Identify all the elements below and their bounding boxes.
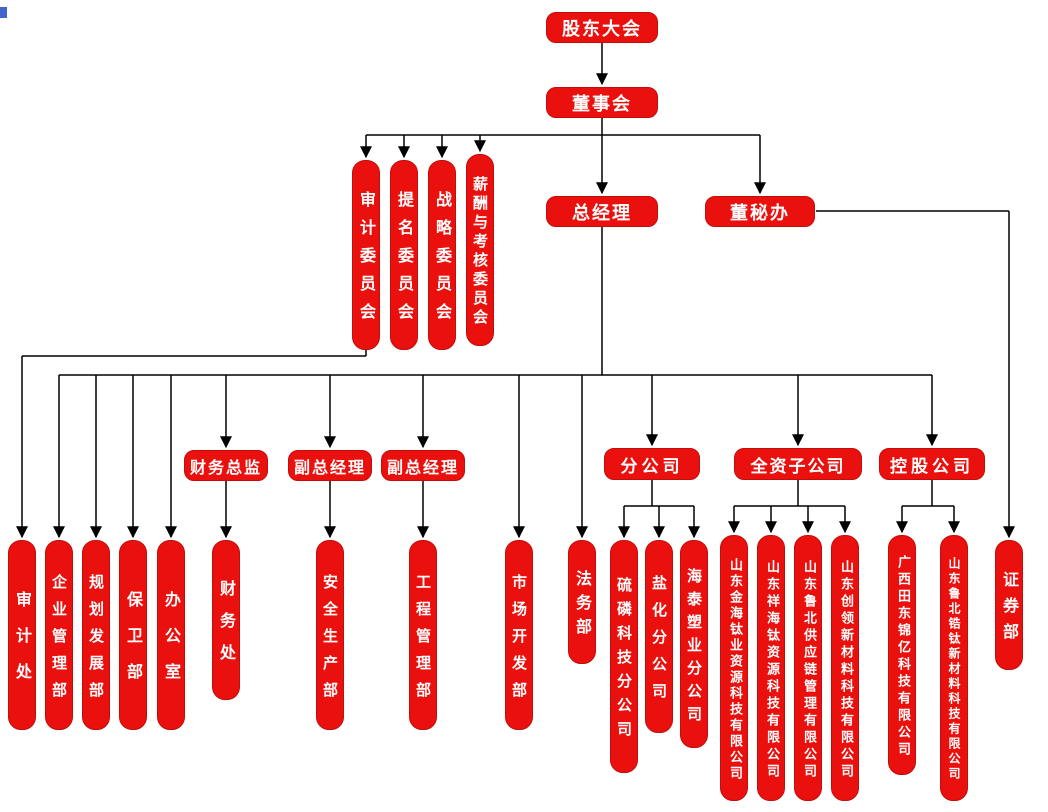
node-label: 硫磷科技分公司: [615, 577, 633, 745]
node-audit-committee: 审计委员会: [352, 160, 380, 350]
node-wholly-owned-subsidiaries: 全资子公司: [734, 448, 862, 480]
node-securities-dept: 证券部: [995, 540, 1023, 670]
secretary-to-securities-connector: [816, 210, 1015, 539]
node-strategy-committee: 战略委员会: [428, 160, 456, 350]
node-haitai-plastics-branch: 海泰塑业分公司: [680, 540, 708, 748]
node-label: 全资子公司: [750, 456, 846, 477]
node-label: 战略委员会: [433, 191, 452, 331]
subsidiaries-connectors: [728, 480, 851, 534]
node-jinhai-titanium-co: 山东金海钛业资源科技有限公司: [720, 535, 748, 801]
node-cfo: 财务总监: [184, 450, 268, 481]
node-nomination-committee: 提名委员会: [390, 160, 418, 350]
node-board-secretary-office: 董秘办: [705, 196, 815, 227]
node-label: 海泰塑业分公司: [685, 567, 703, 729]
node-audit-office: 审计处: [8, 540, 36, 730]
node-security-dept: 保卫部: [119, 540, 147, 730]
node-sulfur-phosphorus-branch: 硫磷科技分公司: [610, 540, 638, 773]
node-engineering-management-dept: 工程管理部: [409, 540, 437, 730]
node-label: 山东金海钛业资源科技有限公司: [727, 557, 742, 782]
node-deputy-gm-1: 副总经理: [288, 450, 372, 481]
holding-companies-connectors: [896, 480, 960, 534]
node-label: 控股公司: [890, 456, 974, 477]
node-label: 山东鲁北供应链管理有限公司: [801, 559, 816, 781]
node-label: 工程管理部: [414, 573, 432, 709]
node-label: 财务总监: [189, 457, 262, 477]
node-chuangling-materials-co: 山东创领新材料科技有限公司: [831, 535, 859, 801]
node-label: 股东大会: [562, 18, 642, 40]
node-label: 办公室: [162, 591, 181, 699]
node-label: 董事会: [572, 93, 632, 115]
node-enterprise-management-dept: 企业管理部: [45, 540, 73, 730]
board-branch-connectors: [360, 43, 766, 195]
node-lubei-zirconium-titanium-co: 山东鲁北锆钛新材料科技有限公司: [940, 535, 968, 801]
node-label: 规划发展部: [87, 573, 105, 709]
node-label: 山东创领新材料科技有限公司: [838, 559, 853, 781]
node-lubei-supply-chain-co: 山东鲁北供应链管理有限公司: [794, 535, 822, 801]
node-label: 安全生产部: [321, 573, 339, 709]
branch-companies-connectors: [618, 480, 700, 539]
node-general-manager: 总经理: [546, 196, 658, 227]
node-label: 分公司: [620, 456, 684, 477]
node-label: 审计委员会: [357, 191, 376, 331]
node-label: 审计处: [13, 591, 32, 699]
node-label: 财务处: [217, 580, 236, 676]
node-shareholders-meeting: 股东大会: [546, 12, 658, 43]
node-label: 盐化分公司: [650, 575, 668, 710]
node-label: 市场开发部: [510, 573, 528, 709]
node-label: 广西田东锦亿科技有限公司: [895, 555, 910, 759]
node-xianghai-titanium-co: 山东祥海钛资源科技有限公司: [757, 535, 785, 801]
node-safety-production-dept: 安全生产部: [316, 540, 344, 730]
middle-manager-connectors: [220, 481, 429, 539]
corner-artifact: [0, 7, 7, 18]
node-deputy-gm-2: 副总经理: [381, 450, 465, 481]
node-remuneration-appraisal-committee: 薪酬与考核委员会: [466, 154, 494, 346]
node-label: 副总经理: [386, 457, 459, 477]
node-label: 山东祥海钛资源科技有限公司: [764, 559, 779, 781]
node-label: 总经理: [572, 202, 632, 224]
node-market-development-dept: 市场开发部: [505, 540, 533, 730]
node-label: 副总经理: [293, 457, 366, 477]
node-guangxi-jinyi-co: 广西田东锦亿科技有限公司: [888, 535, 916, 775]
node-label: 法务部: [573, 570, 592, 642]
node-planning-development-dept: 规划发展部: [82, 540, 110, 730]
node-label: 保卫部: [124, 591, 143, 699]
node-legal-dept: 法务部: [568, 540, 596, 664]
node-general-office: 办公室: [157, 540, 185, 730]
node-finance-office: 财务处: [212, 540, 240, 700]
audit-committee-to-audit-office-connector: [15, 350, 367, 539]
node-label: 薪酬与考核委员会: [471, 176, 489, 328]
node-salt-chemical-branch: 盐化分公司: [645, 540, 673, 733]
node-label: 山东鲁北锆钛新材料科技有限公司: [947, 557, 961, 782]
node-label: 企业管理部: [50, 573, 68, 709]
node-label: 提名委员会: [395, 191, 414, 331]
node-holding-companies: 控股公司: [879, 448, 985, 480]
node-label: 证券部: [1000, 571, 1019, 649]
node-branch-companies: 分公司: [604, 448, 700, 480]
node-board-of-directors: 董事会: [546, 87, 658, 118]
node-label: 董秘办: [730, 202, 790, 224]
general-manager-branch-connectors: [53, 227, 938, 539]
